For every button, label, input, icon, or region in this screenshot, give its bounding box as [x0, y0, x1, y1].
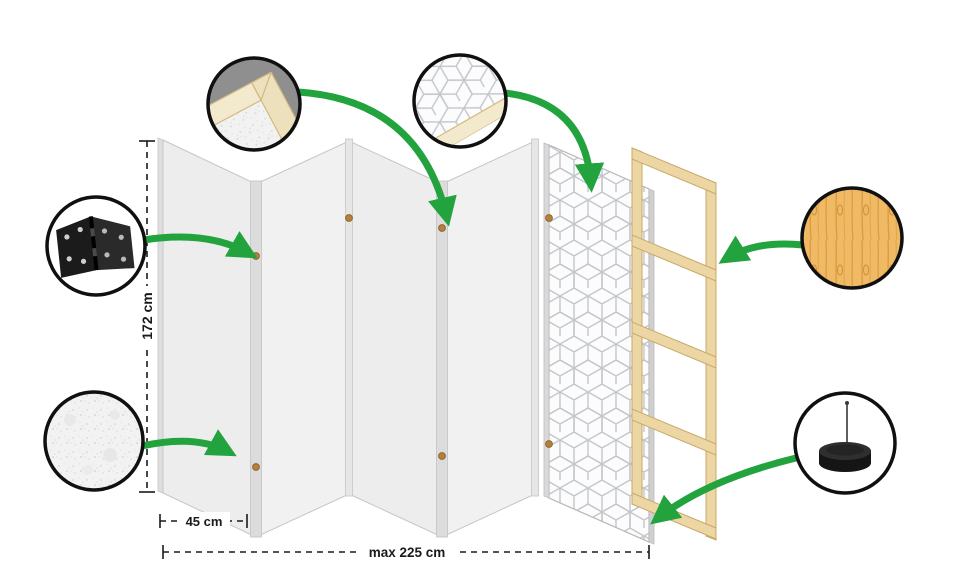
pattern-panel-left-edge [543, 142, 550, 499]
frame-rung [631, 147, 717, 195]
hinge-marker [345, 214, 353, 222]
fold-edge-3 [436, 180, 448, 538]
dimension-panel-width: 45 cm [159, 512, 248, 529]
hinge-marker [252, 252, 260, 260]
hinge-marker [252, 463, 260, 471]
fold-edge-4 [531, 138, 539, 497]
frame-rung [631, 408, 717, 456]
hinge-marker [545, 440, 553, 448]
dimension-max-width: max 225 cm [162, 543, 650, 560]
panel-2 [255, 140, 350, 538]
frame-corner-icon [208, 58, 300, 150]
callout-arrows [138, 88, 807, 525]
panel-4 [441, 140, 536, 538]
screen-panels [157, 137, 539, 538]
frame-rung [631, 321, 717, 369]
max-width-label: max 225 cm [369, 545, 446, 560]
fold-edge-2 [345, 138, 353, 497]
fold-edge-1 [250, 180, 262, 538]
panel-3 [348, 140, 443, 538]
height-label: 172 cm [139, 292, 155, 339]
hinge-icon [56, 216, 135, 278]
hinge-marker [545, 214, 553, 222]
arrow-frame-corner [294, 88, 457, 227]
hinge-marker [438, 224, 446, 232]
arrow-foot [650, 454, 800, 525]
dimension-height: 172 cm [139, 140, 155, 493]
hinge-marker [438, 452, 446, 460]
arrow-pattern-corner [501, 89, 605, 193]
callout-hinge [45, 195, 147, 297]
arrow-wood-texture [718, 235, 807, 264]
callout-wood-texture [800, 186, 904, 290]
wood-texture-icon [802, 188, 902, 288]
pattern-panel [543, 142, 655, 545]
callout-foot [793, 391, 897, 495]
frame-rung [631, 234, 717, 282]
panel-width-label: 45 cm [186, 514, 223, 529]
foot-icon [819, 401, 871, 472]
callout-canvas-texture [43, 390, 145, 492]
arrow-hinge [140, 231, 258, 259]
panel-1 [162, 139, 257, 538]
callout-frame-corner [206, 56, 302, 152]
arrow-canvas-texture [138, 429, 237, 457]
panel-left-edge [157, 137, 164, 494]
canvas-texture-icon [45, 392, 143, 490]
